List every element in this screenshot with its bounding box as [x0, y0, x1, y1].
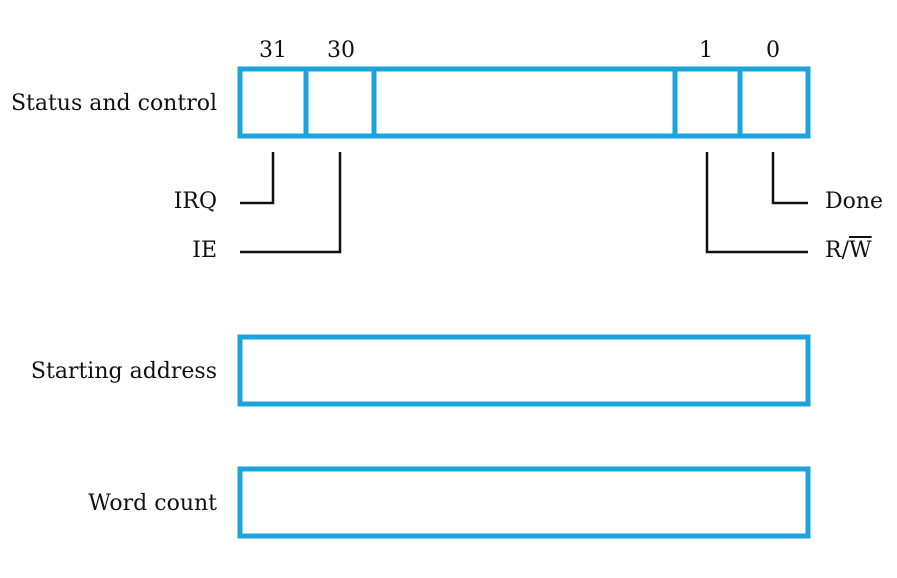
rw-leader-line [705, 152, 808, 254]
count-register-label: Word count [88, 491, 217, 516]
count-register-box [237, 466, 811, 539]
address-register-label: Starting address [30, 359, 217, 384]
rw-flag-label: R/W [825, 238, 872, 264]
done-leader-line [771, 152, 808, 205]
done-flag-label: Done [825, 189, 884, 214]
bit-30-label: 30 [327, 38, 355, 63]
address-register-box [237, 334, 811, 407]
irq-leader-line [240, 152, 275, 205]
rw-flag-read: R/ [825, 238, 849, 263]
irq-flag-label: IRQ [173, 189, 217, 214]
rw-flag-write-bar: W [848, 238, 872, 263]
ie-leader-line [240, 152, 342, 254]
bit-31-label: 31 [259, 38, 287, 63]
ie-flag-label: IE [192, 238, 217, 263]
bit-1-label: 1 [699, 38, 713, 63]
bit-0-label: 0 [766, 38, 780, 63]
status-register-label: Status and control [10, 91, 217, 116]
status-register-box [237, 66, 811, 139]
